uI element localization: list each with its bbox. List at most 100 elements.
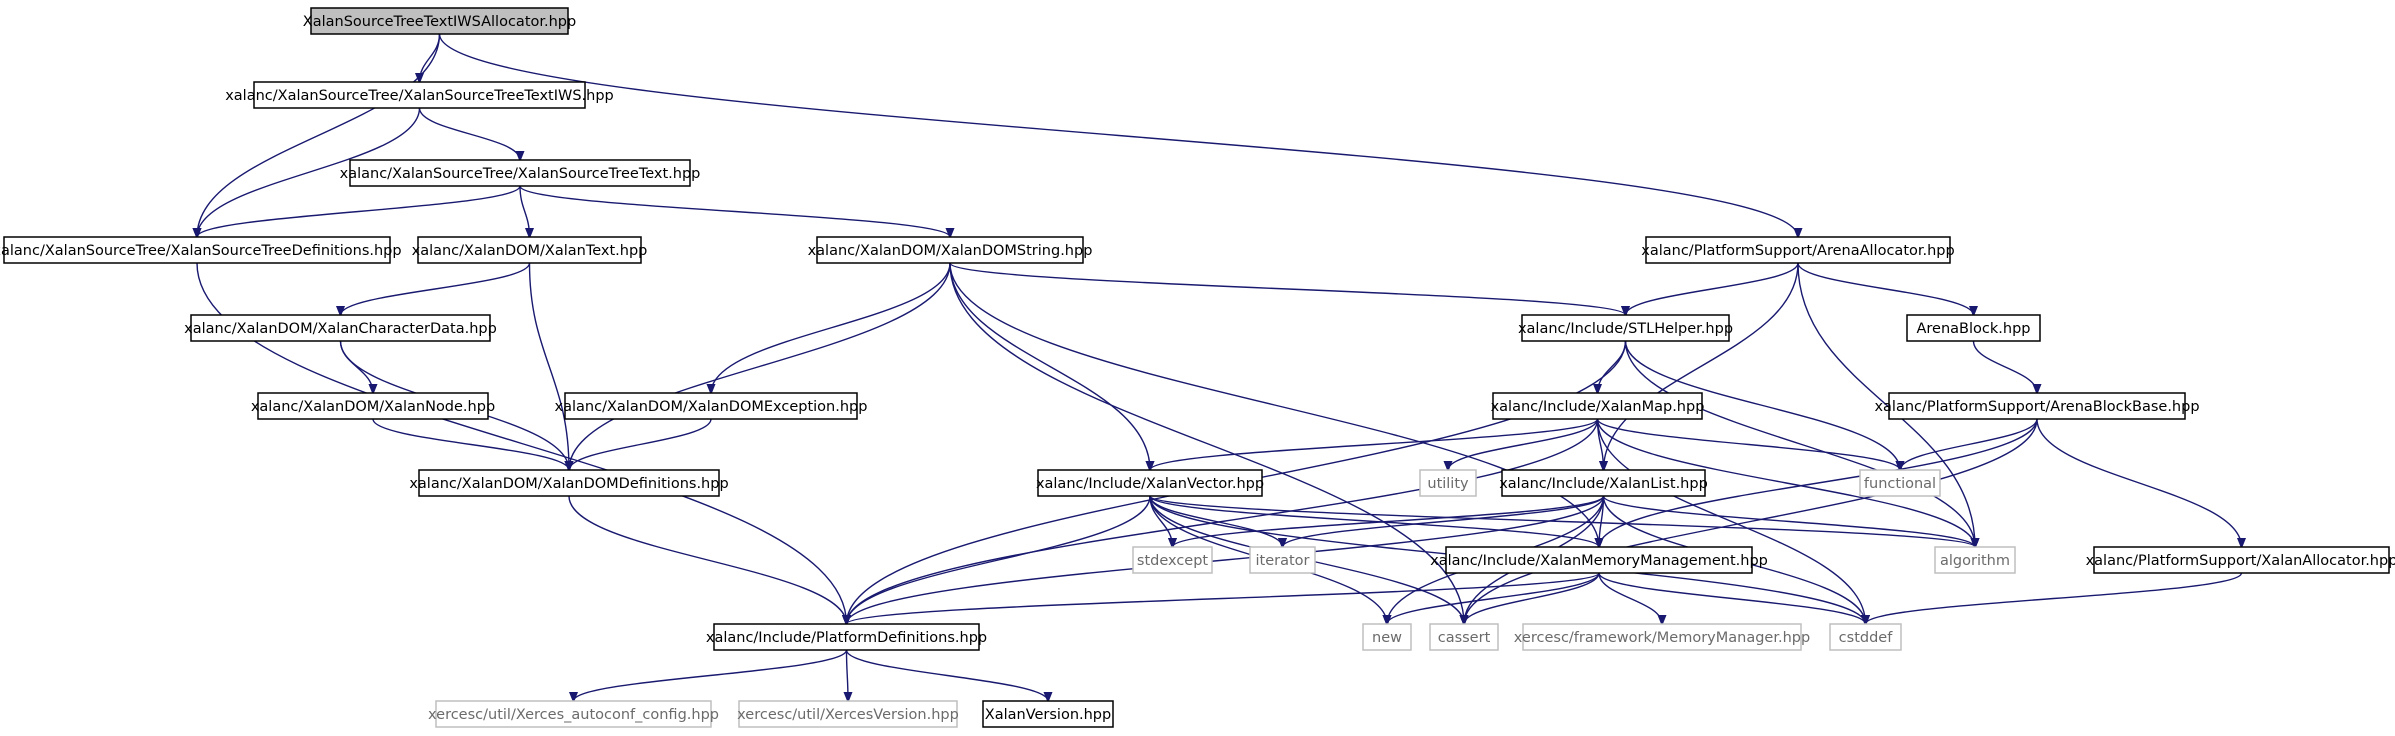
node-box <box>2093 546 2390 574</box>
node-box <box>417 236 642 264</box>
node-label: xalanc/XalanSourceTree/XalanSourceTreeTe… <box>340 166 701 182</box>
node-label: xalanc/PlatformSupport/ArenaAllocator.hp… <box>1641 243 1954 259</box>
edge-xnode-to-xdomdef <box>372 418 569 470</box>
node-xtext[interactable]: xalanc/XalanDOM/XalanText.hpp <box>412 236 648 264</box>
edge-xlist-to-stdexcept <box>1173 495 1605 547</box>
node-label: ArenaBlock.hpp <box>1917 321 2031 337</box>
node-box <box>257 392 489 420</box>
nodes-layer: XalanSourceTreeTextIWSAllocator.hpp xalan… <box>0 7 2395 728</box>
node-box <box>1132 546 1213 574</box>
node-root[interactable]: XalanSourceTreeTextIWSAllocator.hpp <box>303 7 576 35</box>
edge-xvector-to-iterator <box>1149 495 1283 547</box>
edge-arenaalloc-to-algorithm <box>1797 262 1975 547</box>
node-xnode[interactable]: xalanc/XalanDOM/XalanNode.hpp <box>251 392 495 420</box>
node-box <box>713 623 980 651</box>
edge-xmemmgmt-to-memmgr <box>1598 572 1662 624</box>
edge-xstt-to-xstdef <box>197 185 521 237</box>
node-label: xalanc/XalanDOM/XalanCharacterData.hpp <box>184 321 497 337</box>
node-xdomdef[interactable]: xalanc/XalanDOM/XalanDOMDefinitions.hpp <box>409 469 729 497</box>
node-label: xalanc/Include/XalanMemoryManagement.hpp <box>1430 553 1768 569</box>
edge-xdomstr-to-xvector <box>949 262 1150 470</box>
node-label: xalanc/XalanDOM/XalanDOMException.hpp <box>555 399 868 415</box>
node-label: xalanc/Include/XalanList.hpp <box>1499 476 1708 492</box>
node-arenablockbase[interactable]: xalanc/PlatformSupport/ArenaBlockBase.hp… <box>1874 392 2200 420</box>
node-label: functional <box>1864 476 1936 492</box>
edge-xdomstr-to-xmemmgmt <box>949 262 1599 547</box>
node-box <box>253 81 586 109</box>
node-label: stdexcept <box>1137 553 1209 569</box>
edge-xvector-to-platdef <box>847 495 1151 624</box>
node-box <box>1521 314 1730 342</box>
edge-xmap-to-platdef <box>847 418 1599 624</box>
edge-arenablock-to-arenablockbase <box>1972 340 2038 393</box>
edge-xstt-to-xtext <box>519 185 530 237</box>
node-xlist[interactable]: xalanc/Include/XalanList.hpp <box>1499 469 1708 497</box>
edge-arenablockbase-to-cassert <box>1464 418 2038 624</box>
edge-arenaalloc-to-xlist <box>1604 262 1799 470</box>
edge-xvector-to-xmemmgmt <box>1149 495 1599 547</box>
node-cassert: cassert <box>1429 623 1499 651</box>
edges-layer <box>197 33 2243 701</box>
node-label: xalanc/XalanSourceTree/XalanSourceTreeDe… <box>0 243 402 259</box>
edge-platdef-to-xautoconf <box>574 649 848 701</box>
edge-xlist-to-platdef <box>847 495 1605 624</box>
node-utility: utility <box>1419 469 1477 497</box>
node-label: xalanc/Include/PlatformDefinitions.hpp <box>706 630 987 646</box>
edge-xtext-to-xdomdef <box>528 262 570 470</box>
node-xdomstr[interactable]: xalanc/XalanDOM/XalanDOMString.hpp <box>808 236 1093 264</box>
node-label: xalanc/XalanDOM/XalanDOMString.hpp <box>808 243 1093 259</box>
node-box <box>1906 314 2041 342</box>
node-box <box>1419 469 1477 497</box>
node-xstdef[interactable]: xalanc/XalanSourceTree/XalanSourceTreeDe… <box>0 236 402 264</box>
edge-arenablockbase-to-xallocator <box>2036 418 2242 547</box>
edge-xlist-to-algorithm <box>1602 495 1976 547</box>
node-functional: functional <box>1859 469 1941 497</box>
node-label: xalanc/XalanSourceTree/XalanSourceTreeTe… <box>225 88 614 104</box>
node-box <box>1501 469 1706 497</box>
node-box <box>1037 469 1263 497</box>
edge-xallocator-to-cstddef <box>1866 572 2243 624</box>
edge-root-to-arenaalloc <box>438 33 1799 237</box>
node-platdef[interactable]: xalanc/Include/PlatformDefinitions.hpp <box>706 623 987 651</box>
node-xstiws[interactable]: xalanc/XalanSourceTree/XalanSourceTreeTe… <box>225 81 614 109</box>
edge-xdomstr-to-xdomdef <box>569 262 951 470</box>
node-xallocator[interactable]: xalanc/PlatformSupport/XalanAllocator.hp… <box>2086 546 2395 574</box>
node-xvector[interactable]: xalanc/Include/XalanVector.hpp <box>1036 469 1264 497</box>
node-label: xalanc/Include/STLHelper.hpp <box>1518 321 1733 337</box>
node-label: cstddef <box>1839 630 1894 646</box>
node-label: xalanc/XalanDOM/XalanDOMDefinitions.hpp <box>409 476 728 492</box>
node-algorithm: algorithm <box>1934 546 2016 574</box>
node-stlhelper[interactable]: xalanc/Include/STLHelper.hpp <box>1518 314 1733 342</box>
node-arenablock[interactable]: ArenaBlock.hpp <box>1906 314 2041 342</box>
edge-arenaalloc-to-arenablock <box>1797 262 1974 315</box>
node-xautoconf: xercesc/util/Xerces_autoconf_config.hpp <box>428 700 719 728</box>
node-label: xalanc/XalanDOM/XalanNode.hpp <box>251 399 495 415</box>
edge-xmap-to-functional <box>1596 418 1901 470</box>
node-xstt[interactable]: xalanc/XalanSourceTree/XalanSourceTreeTe… <box>340 159 701 187</box>
node-xmemmgmt[interactable]: xalanc/Include/XalanMemoryManagement.hpp <box>1430 546 1768 574</box>
edge-xdomdef-to-platdef <box>568 495 847 624</box>
node-label: xalanc/PlatformSupport/XalanAllocator.hp… <box>2086 553 2395 569</box>
edge-platdef-to-xversion <box>847 649 849 701</box>
node-xalanversion[interactable]: XalanVersion.hpp <box>982 700 1114 728</box>
node-box <box>1645 236 1951 264</box>
edge-xstiws-to-xstt <box>418 107 521 160</box>
node-label: xercesc/util/Xerces_autoconf_config.hpp <box>428 707 719 723</box>
node-arenaalloc[interactable]: xalanc/PlatformSupport/ArenaAllocator.hp… <box>1641 236 1955 264</box>
node-xversion: xercesc/util/XercesVersion.hpp <box>737 700 959 728</box>
edge-stlhelper-to-algorithm <box>1624 340 1976 547</box>
node-box <box>1522 623 1802 651</box>
node-xdomexc[interactable]: xalanc/XalanDOM/XalanDOMException.hpp <box>555 392 868 420</box>
edge-xvector-to-algorithm <box>1149 495 1975 547</box>
node-box <box>190 314 491 342</box>
node-xchardata[interactable]: xalanc/XalanDOM/XalanCharacterData.hpp <box>184 314 497 342</box>
edge-xmemmgmt-to-cstddef <box>1598 572 1866 624</box>
node-box <box>1492 392 1703 420</box>
node-label: xalanc/PlatformSupport/ArenaBlockBase.hp… <box>1874 399 2199 415</box>
node-label: new <box>1372 630 1402 646</box>
edge-stlhelper-to-xmap <box>1598 340 1627 393</box>
node-xmap[interactable]: xalanc/Include/XalanMap.hpp <box>1491 392 1705 420</box>
node-box <box>1888 392 2186 420</box>
edge-root-to-xstiws <box>420 33 441 82</box>
node-new: new <box>1362 623 1412 651</box>
